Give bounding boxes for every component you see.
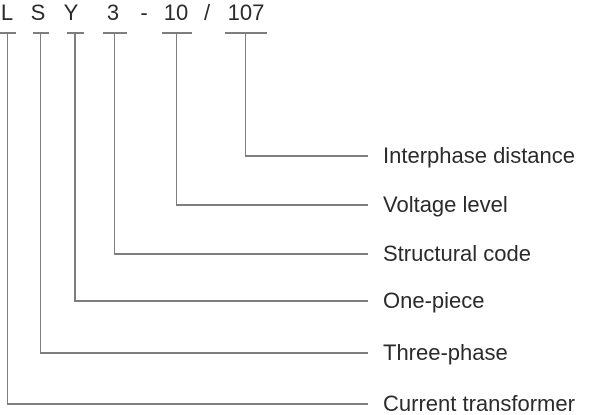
code-token-L: L (0, 0, 14, 25)
stem-line-L (6, 32, 9, 405)
stem-line-3 (113, 32, 116, 255)
label-interphase-distance: Interphase distance (383, 142, 576, 168)
code-token-10: 10 (163, 0, 189, 25)
code-token-/: / (203, 0, 211, 25)
stem-line-107 (244, 32, 247, 157)
stem-line-S (39, 32, 42, 354)
lead-line-Y (74, 300, 368, 302)
label-current-transformer: Current transformer (383, 390, 575, 415)
code-token-Y: Y (63, 0, 79, 25)
label-three-phase: Three-phase (383, 339, 508, 365)
code-token-3: 3 (106, 0, 120, 25)
stem-line-10 (175, 32, 178, 206)
label-one-piece: One-piece (383, 287, 485, 313)
lead-line-107 (244, 155, 368, 157)
code-token--: - (140, 0, 148, 25)
lead-line-L (6, 403, 368, 405)
stem-line-Y (74, 32, 76, 302)
lead-line-S (39, 352, 368, 354)
label-voltage-level: Voltage level (383, 191, 508, 217)
lead-line-10 (175, 204, 368, 206)
code-token-S: S (30, 0, 46, 25)
lead-line-3 (113, 253, 368, 255)
code-token-107: 107 (227, 0, 265, 25)
label-structural-code: Structural code (383, 240, 531, 266)
